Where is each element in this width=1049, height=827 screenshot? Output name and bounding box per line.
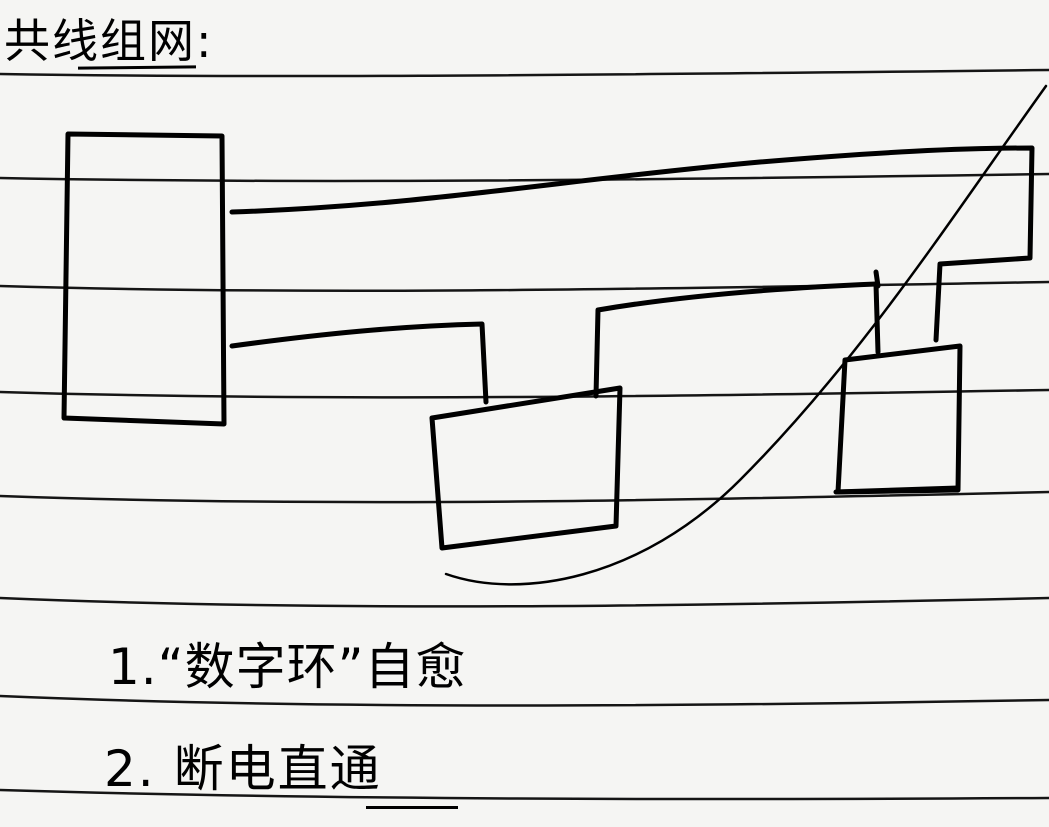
node-b-base-line [833,485,961,495]
wire-node-a-to-node-b [593,281,881,399]
lower-wire-to-node-a [229,321,489,405]
ruled-line [0,172,1049,183]
note-item-1: 1.“数字环”自愈 [108,638,467,696]
page-title: 共线组网: [4,14,214,68]
ruled-line [0,68,1049,78]
upper-ring-wire [229,145,1035,343]
break-curve [444,84,1048,586]
ruled-lines [0,68,1049,801]
node-a-box [429,385,623,551]
node-main-box [61,131,227,427]
ruled-line [0,388,1049,399]
note-item-2: 2. 断电直通 [104,740,382,798]
ruled-line [0,596,1049,608]
ruled-line [0,490,1049,504]
node-b-box [835,343,963,495]
ruled-line [0,788,1049,801]
ruled-line [0,694,1049,707]
note-2-underline [366,806,458,809]
wire-stub-node-b [873,269,881,289]
ruled-line [0,280,1049,292]
